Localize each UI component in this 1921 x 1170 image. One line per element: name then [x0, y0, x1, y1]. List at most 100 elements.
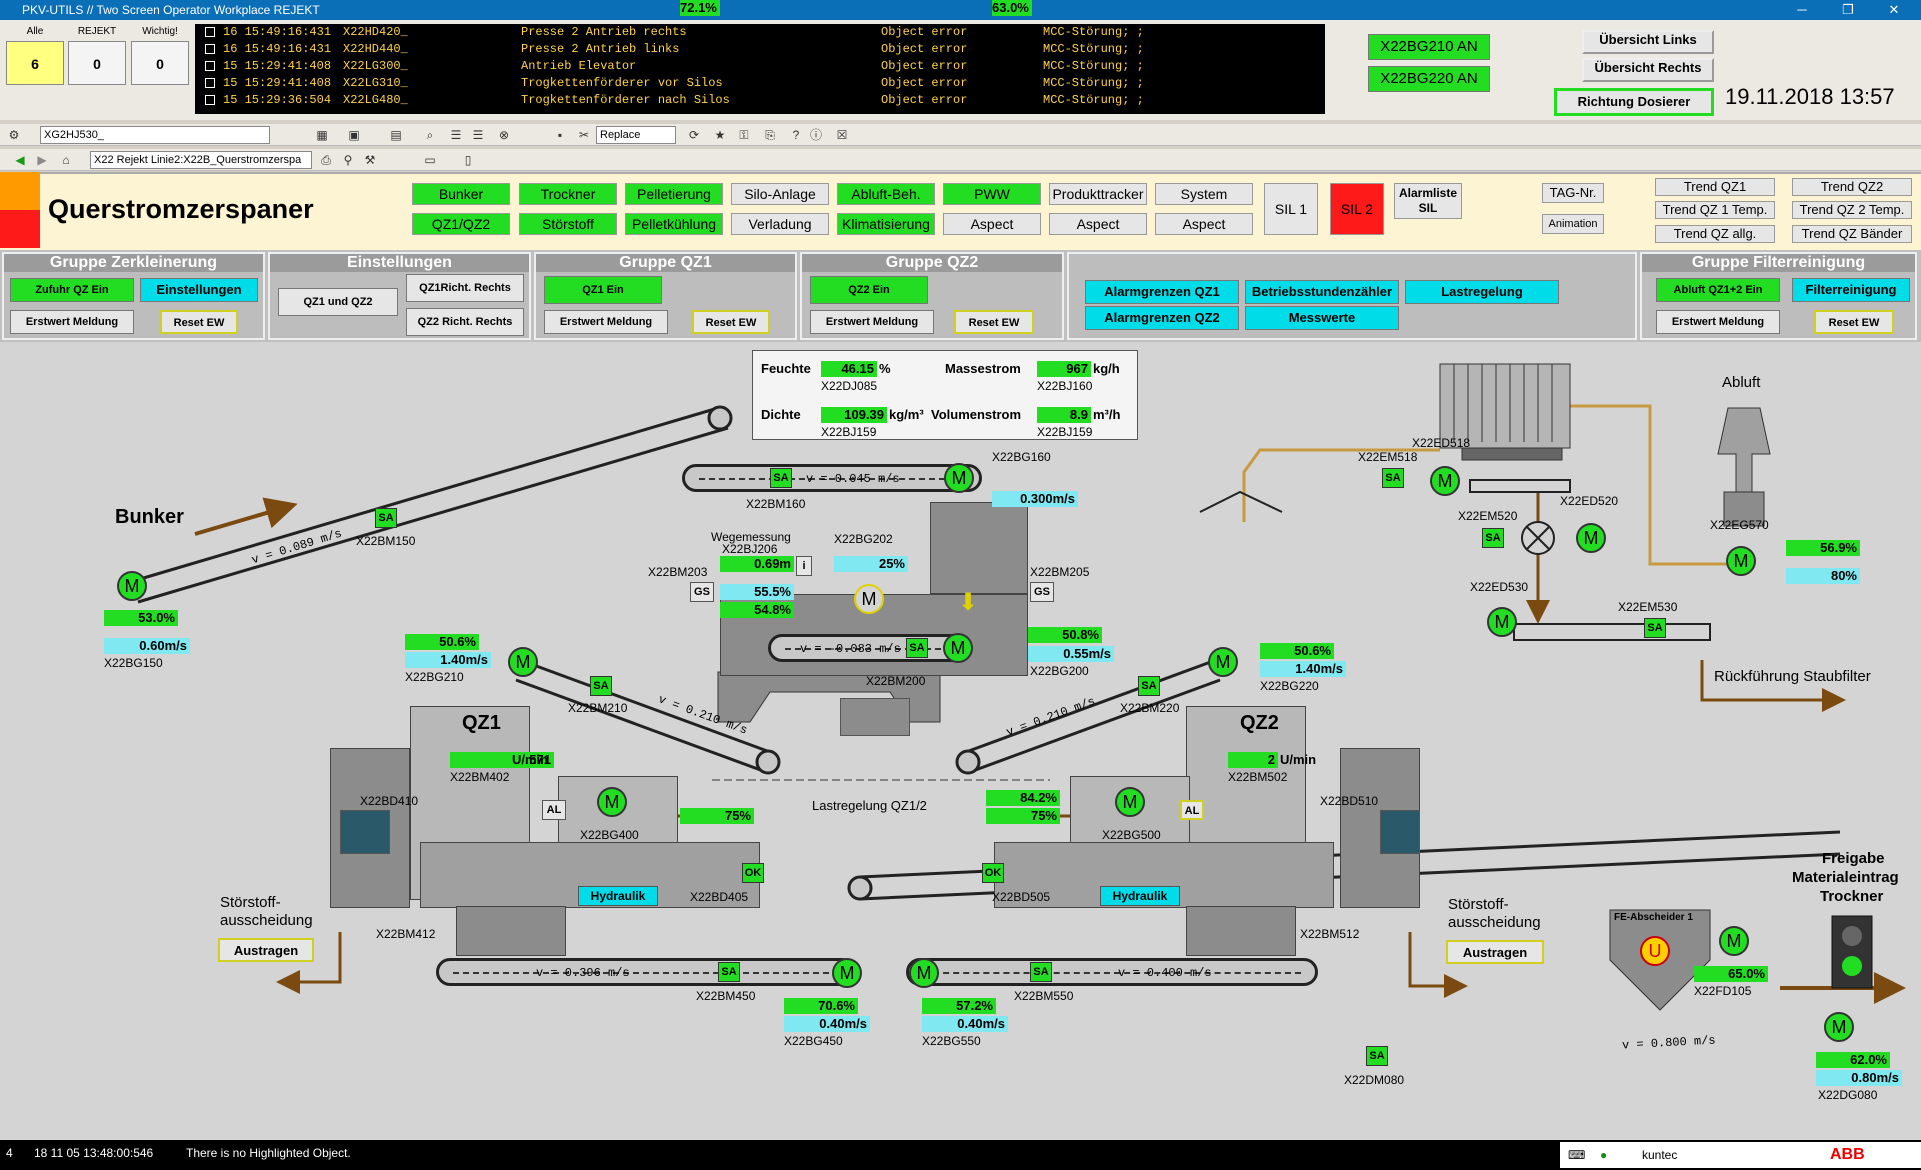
close-button[interactable]: ✕: [1888, 2, 1900, 17]
stop-icon[interactable]: ⊗: [498, 128, 510, 142]
close-icon[interactable]: ☒: [836, 128, 848, 142]
motor-bg150[interactable]: M: [117, 571, 147, 601]
alarm-checkbox[interactable]: [205, 27, 215, 37]
user-icon[interactable]: ●: [1600, 1148, 1608, 1162]
alarmgrenzen-qz2-button[interactable]: Alarmgrenzen QZ2: [1085, 306, 1239, 330]
nav-bunker[interactable]: Bunker: [412, 183, 510, 205]
al-bg500[interactable]: AL: [1180, 800, 1204, 820]
alarm-checkbox[interactable]: [205, 44, 215, 54]
zufuhr-qz-ein-button[interactable]: Zufuhr QZ Ein: [10, 278, 134, 302]
nav-klimatisierung[interactable]: Klimatisierung: [837, 213, 935, 235]
refresh-icon[interactable]: ⟳: [688, 128, 700, 142]
replace-select[interactable]: Replace: [596, 126, 676, 144]
motor-bm200[interactable]: M: [943, 633, 973, 663]
nav-tag-nr[interactable]: TAG-Nr.: [1542, 183, 1604, 203]
hydraulik-qz1-button[interactable]: Hydraulik: [578, 886, 658, 906]
qz1-und-qz2-button[interactable]: QZ1 und QZ2: [278, 288, 398, 316]
austragen-left-button[interactable]: Austragen: [218, 938, 314, 962]
back-icon[interactable]: ◀: [15, 153, 25, 167]
keyboard-icon[interactable]: ⌨: [1568, 1148, 1586, 1162]
ok-bd505[interactable]: OK: [982, 863, 1004, 883]
nav-aspect-1[interactable]: Aspect: [943, 213, 1041, 235]
sa-bm160[interactable]: SA: [770, 468, 792, 488]
sa-em530[interactable]: SA: [1644, 618, 1666, 638]
info-icon[interactable]: ⓘ: [809, 128, 822, 142]
motor-fe[interactable]: M: [1719, 926, 1749, 956]
overview-rechts-button[interactable]: Übersicht Rechts: [1582, 58, 1714, 82]
hydraulik-qz2-button[interactable]: Hydraulik: [1100, 886, 1180, 906]
help-icon[interactable]: ?: [792, 128, 800, 142]
erstwert-meldung-button[interactable]: Erstwert Meldung: [1656, 310, 1780, 334]
motor-em530[interactable]: M: [1487, 607, 1517, 637]
erstwert-meldung-button[interactable]: Erstwert Meldung: [10, 310, 134, 334]
sa-bm450[interactable]: SA: [718, 962, 740, 982]
qz1-ein-button[interactable]: QZ1 Ein: [544, 276, 662, 304]
nav-aspect-2[interactable]: Aspect: [1049, 213, 1147, 235]
trend-qz2[interactable]: Trend QZ2: [1792, 178, 1912, 196]
lock-icon[interactable]: ⚿: [739, 128, 749, 142]
motor-dm080[interactable]: M: [1824, 1012, 1854, 1042]
tools-icon[interactable]: ⚒: [364, 153, 376, 167]
motor-bm160[interactable]: M: [944, 463, 974, 493]
einstellungen-button[interactable]: Einstellungen: [140, 278, 258, 302]
search-icon[interactable]: ⌕: [426, 128, 434, 142]
motor-bm550[interactable]: M: [909, 958, 939, 988]
qz2-ein-button[interactable]: QZ2 Ein: [810, 276, 928, 304]
counter-alle[interactable]: Alle 6: [6, 26, 64, 85]
abluft-qz-ein-button[interactable]: Abluft QZ1+2 Ein: [1656, 278, 1780, 302]
reset-ew-button[interactable]: Reset EW: [1814, 310, 1894, 334]
trend-qz-allg[interactable]: Trend QZ allg.: [1655, 225, 1775, 243]
nav-abluft[interactable]: Abluft-Beh.: [837, 183, 935, 205]
sa-bm220[interactable]: SA: [1138, 676, 1160, 696]
al-bg400[interactable]: AL: [542, 800, 566, 820]
betriebsstundenzaehler-button[interactable]: Betriebsstundenzähler: [1245, 280, 1399, 304]
object-select[interactable]: XG2HJ530_: [40, 126, 270, 144]
nav-trockner[interactable]: Trockner: [519, 183, 617, 205]
motor-eg570[interactable]: M: [1726, 546, 1756, 576]
motor-bg500[interactable]: M: [1115, 787, 1145, 817]
trend-qz1[interactable]: Trend QZ1: [1655, 178, 1775, 196]
nav-system[interactable]: System: [1155, 183, 1253, 205]
counter-wichtig[interactable]: Wichtig! 0: [131, 26, 189, 85]
overview-links-button[interactable]: Übersicht Links: [1582, 30, 1714, 54]
counter-rejekt[interactable]: REJEKT 0: [68, 26, 126, 85]
trend-qz1-temp[interactable]: Trend QZ 1 Temp.: [1655, 201, 1775, 219]
wege-info-button[interactable]: i: [796, 556, 812, 576]
trend-qz-baender[interactable]: Trend QZ Bänder: [1792, 225, 1912, 243]
copy-icon[interactable]: ⎘: [765, 128, 775, 142]
austragen-right-button[interactable]: Austragen: [1446, 940, 1544, 964]
print-icon[interactable]: ⎙: [321, 153, 331, 167]
sa-bm550[interactable]: SA: [1030, 962, 1052, 982]
list-icon[interactable]: ☰: [472, 128, 484, 142]
alarmgrenzen-qz1-button[interactable]: Alarmgrenzen QZ1: [1085, 280, 1239, 304]
link-icon[interactable]: ⚲: [343, 153, 353, 167]
gs-bm203[interactable]: GS: [690, 582, 714, 602]
path-select[interactable]: X22 Rejekt Linie2:X22B_Querstromzerspa: [90, 151, 312, 169]
grid-icon[interactable]: ▦: [316, 128, 328, 142]
sa-dm080[interactable]: SA: [1366, 1046, 1388, 1066]
alarm-checkbox[interactable]: [205, 61, 215, 71]
reset-ew-button[interactable]: Reset EW: [692, 310, 770, 334]
motor-bm450[interactable]: M: [832, 958, 862, 988]
home-icon[interactable]: ⌂: [62, 153, 70, 167]
motor-ed520[interactable]: M: [1576, 523, 1606, 553]
ok-bd405[interactable]: OK: [742, 863, 764, 883]
nav-qz1qz2[interactable]: QZ1/QZ2: [412, 213, 510, 235]
forward-icon[interactable]: ▶: [37, 153, 47, 167]
motor-bm210[interactable]: M: [508, 647, 538, 677]
table-icon[interactable]: ▤: [390, 128, 402, 142]
alarm-checkbox[interactable]: [205, 95, 215, 105]
status-bg210[interactable]: X22BG210 AN: [1368, 34, 1490, 60]
page-icon[interactable]: ▯: [464, 153, 472, 167]
minimize-button[interactable]: ─: [1797, 2, 1807, 17]
alarm-checkbox[interactable]: [205, 78, 215, 88]
sa-em518[interactable]: SA: [1382, 468, 1404, 488]
motor-bg400[interactable]: M: [597, 787, 627, 817]
nav-pelletierung[interactable]: Pelletierung: [625, 183, 723, 205]
nav-pww[interactable]: PWW: [943, 183, 1041, 205]
